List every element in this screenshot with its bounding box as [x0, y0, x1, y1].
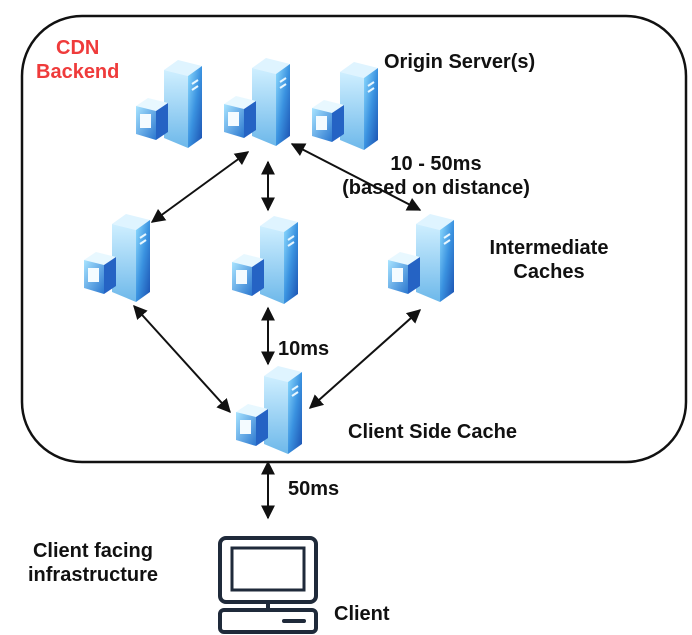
client-label: Client — [334, 603, 390, 625]
server-icon — [223, 57, 291, 147]
intermediate-caches-label: Intermediate Caches — [489, 237, 609, 283]
arrow-icon — [290, 143, 422, 211]
server-icon — [235, 365, 303, 455]
origin-latency-label: 10 - 50ms (based on distance) — [342, 153, 530, 199]
intermediate-latency-label: 10ms — [278, 338, 330, 360]
arrow-icon — [133, 304, 231, 414]
client-latency-label: 50ms — [288, 478, 340, 500]
server-icon — [231, 215, 299, 305]
arrow-icon — [150, 151, 250, 223]
server-icon — [387, 213, 455, 303]
cdn-backend-label: CDN Backend — [36, 37, 120, 83]
monitor-icon — [218, 536, 318, 634]
server-icon — [135, 59, 203, 149]
cdn-backend-container — [20, 14, 688, 464]
client-side-cache-label: Client Side Cache — [348, 421, 517, 443]
origin-servers-label: Origin Server(s) — [384, 51, 536, 73]
server-icon — [83, 213, 151, 303]
client-facing-label: Client facing infrastructure — [27, 540, 159, 586]
server-icon — [311, 61, 379, 151]
arrow-icon — [308, 309, 422, 409]
